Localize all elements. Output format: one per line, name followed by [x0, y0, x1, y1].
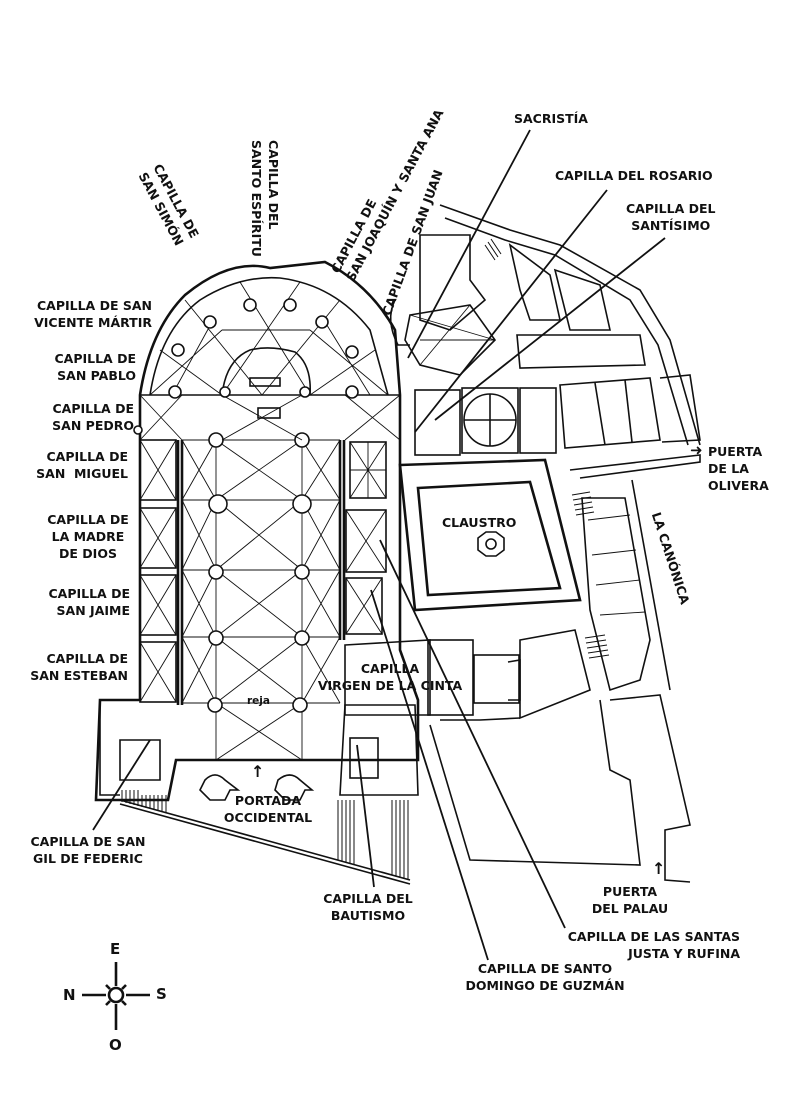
piers	[207, 432, 312, 713]
cloister	[398, 458, 582, 612]
label-capilla-san-jaime: CAPILLA DE SAN JAIME	[48, 586, 130, 618]
label-sacristia: SACRISTÍA	[514, 111, 588, 126]
canonica-block	[569, 454, 701, 692]
label-capilla-san-pedro: CAPILLA DE SAN PEDRO	[52, 401, 134, 433]
label-claustro: CLAUSTRO	[442, 515, 517, 530]
palau-arrow-icon: ↑	[652, 859, 666, 878]
label-reja: reja	[247, 695, 270, 707]
label-capilla-madre-de-dios: CAPILLA DE LA MADRE DE DIOS	[47, 512, 129, 561]
label-capilla-justa-rufina: CAPILLA DE LAS SANTAS JUSTA Y RUFINA	[567, 929, 740, 961]
west-hatching	[121, 790, 409, 880]
nave	[94, 432, 420, 802]
label-capilla-san-esteban: CAPILLA DE SAN ESTEBAN	[30, 651, 128, 683]
compass-east-label: E	[110, 940, 121, 958]
leader-lines	[92, 129, 666, 961]
compass-west-label: O	[109, 1036, 122, 1054]
label-puerta-olivera: PUERTA DE LA OLIVERA	[708, 444, 769, 493]
label-capilla-san-vicente: CAPILLA DE SAN VICENTE MÁRTIR	[34, 298, 152, 330]
label-capilla-santo-domingo: CAPILLA DE SANTO DOMINGO DE GUZMÁN	[465, 961, 625, 993]
label-capilla-virgen-cinta: CAPILLA VIRGEN DE LA CINTA	[317, 661, 463, 693]
label-puerta-palau: PUERTA DEL PALAU	[591, 884, 669, 916]
label-capilla-san-gil: CAPILLA DE SAN GIL DE FEDERIC	[30, 834, 146, 866]
label-capilla-santisimo: CAPILLA DEL SANTÍSIMO	[626, 201, 716, 233]
apse-piers	[133, 298, 359, 435]
portada-arrow-icon: ↑	[251, 762, 265, 781]
label-capilla-santo-espiritu: CAPILLA DEL SANTO ESPÍRITU	[249, 140, 281, 257]
west-end	[99, 700, 419, 885]
label-capilla-rosario: CAPILLA DEL ROSARIO	[555, 168, 713, 183]
olivera-arrow-icon: ➜	[690, 441, 703, 459]
apse	[133, 260, 402, 445]
label-portada-occidental: PORTADA OCCIDENTAL	[223, 793, 313, 825]
cinta-block	[344, 629, 691, 883]
label-capilla-bautismo: CAPILLA DEL BAUTISMO	[323, 891, 413, 923]
compass-south-label: S	[156, 985, 167, 1003]
compass-rose	[82, 962, 150, 1030]
compass-north-label: N	[63, 986, 76, 1004]
label-capilla-san-pablo: CAPILLA DE SAN PABLO	[54, 351, 136, 383]
label-capilla-san-miguel: CAPILLA DE SAN MIGUEL	[36, 449, 128, 481]
